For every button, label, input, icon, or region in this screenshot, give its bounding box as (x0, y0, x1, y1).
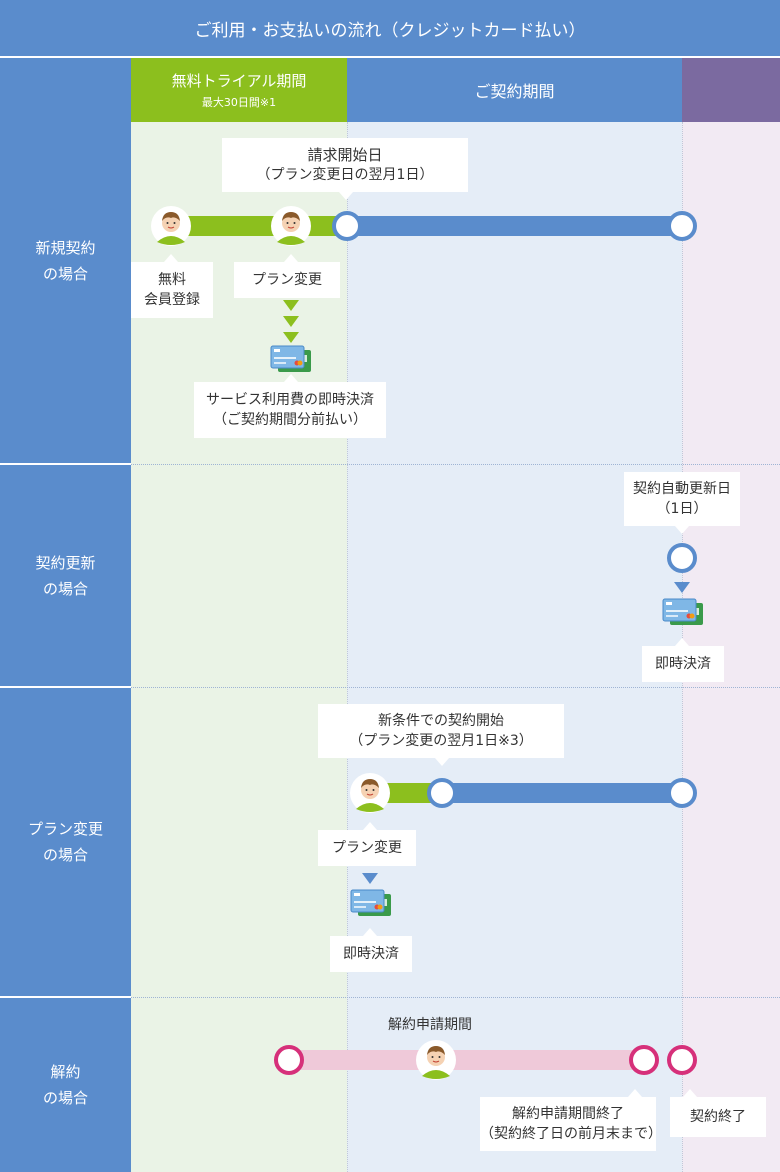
arrow-down-icon (283, 300, 299, 311)
callout-pointer (675, 638, 689, 646)
section-label-line: 新規契約 (35, 238, 96, 257)
credit-card-icon (350, 889, 392, 923)
section-label-line: の場合 (42, 579, 88, 598)
section-label-line: の場合 (42, 1089, 88, 1107)
section-divider (131, 464, 780, 465)
contract-end-callout: 契約終了 (670, 1097, 766, 1137)
page-title-text: ご利用・お支払いの流れ（クレジットカード払い） (194, 20, 586, 41)
callout-pointer (683, 1089, 697, 1097)
contract-column-header: ご契約期間 (347, 58, 682, 122)
person-icon (350, 773, 390, 817)
person-icon (416, 1040, 456, 1084)
callout-pointer (435, 758, 449, 766)
section-label-line: プラン変更 (27, 820, 103, 838)
page-title: ご利用・お支払いの流れ（クレジットカード払い） (0, 0, 780, 56)
cancel-start-marker (274, 1045, 304, 1075)
new-terms-start-marker (427, 778, 457, 808)
callout-pointer (363, 928, 377, 936)
section-label-plan: プラン変更 の場合 (0, 688, 131, 996)
arrow-down-icon (674, 582, 690, 593)
plan-payment-label: 即時決済 (343, 946, 399, 962)
period-end-marker (667, 778, 697, 808)
new-terms-title: 新条件での契約開始 (378, 713, 504, 729)
contract-column-label: ご契約期間 (474, 82, 555, 101)
trial-column-header: 無料トライアル期間 最大30日間※1 (131, 58, 347, 122)
period-end-marker (667, 211, 697, 241)
cancel-period-label: 解約申請期間 (388, 1017, 472, 1033)
contract-end-marker (667, 1045, 697, 1075)
section-label-renewal: 契約更新 の場合 (0, 465, 131, 686)
section-label-cancel: 解約 の場合 (0, 998, 131, 1172)
credit-card-icon (662, 598, 704, 632)
person-icon (151, 206, 191, 250)
trial-column-label: 無料トライアル期間 (171, 72, 307, 90)
section-label-new: 新規契約 の場合 (0, 58, 131, 463)
cancel-period-end-title: 解約申請期間終了 (512, 1106, 624, 1122)
cancel-period-bar (289, 1050, 644, 1070)
callout-pointer (363, 822, 377, 830)
person-icon (271, 206, 311, 250)
signup-label-line: 会員登録 (144, 292, 200, 308)
billing-start-callout: 請求開始日 （プラン変更日の翌月1日） (222, 138, 468, 192)
section-label-line: の場合 (42, 264, 88, 283)
trial-bar (170, 216, 348, 236)
auto-renew-title: 契約自動更新日 (633, 481, 731, 497)
arrow-down-icon (283, 316, 299, 327)
plan-payment-callout: 即時決済 (330, 936, 412, 972)
section-label-line: 解約 (50, 1063, 81, 1081)
end-column-header (682, 58, 780, 122)
new-terms-callout: 新条件での契約開始 （プラン変更の翌月1日※3） (318, 704, 564, 758)
callout-pointer (675, 526, 689, 534)
billing-start-title: 請求開始日 (307, 146, 383, 164)
billing-start-marker (332, 211, 362, 241)
plan-change-callout: プラン変更 (234, 262, 340, 298)
trial-column-note: 最大30日間※1 (201, 96, 277, 109)
plan-change-label: プラン変更 (252, 272, 322, 288)
arrow-down-icon (283, 332, 299, 343)
callout-pointer (284, 374, 298, 382)
callout-pointer (284, 254, 298, 262)
cancel-period-end-note: （契約終了日の前月末まで） (480, 1126, 662, 1142)
signup-callout: 無料 会員登録 (131, 262, 213, 318)
payment-callout: サービス利用費の即時決済 （ご契約期間分前払い） (194, 382, 386, 438)
new-contract-bar (442, 783, 682, 803)
renewal-payment-label: 即時決済 (655, 656, 711, 672)
cancel-period-end-callout: 解約申請期間終了 （契約終了日の前月末まで） (480, 1097, 662, 1151)
section-divider (131, 687, 780, 688)
column-divider (347, 122, 348, 1172)
renewal-payment-callout: 即時決済 (642, 646, 724, 682)
callout-pointer (339, 192, 353, 200)
credit-card-icon (270, 345, 312, 379)
payment-label-line: （ご契約期間分前払い） (213, 412, 367, 428)
section-label-line: の場合 (42, 846, 88, 864)
callout-pointer (164, 254, 178, 262)
contract-end-label: 契約終了 (690, 1109, 746, 1125)
callout-pointer (628, 1089, 642, 1097)
contract-bar (347, 216, 682, 236)
arrow-down-icon (362, 873, 378, 884)
signup-label-line: 無料 (158, 272, 186, 288)
section-divider (131, 997, 780, 998)
plan-change-label: プラン変更 (332, 840, 402, 856)
section-label-line: 契約更新 (35, 553, 96, 572)
auto-renew-note: （1日） (656, 501, 708, 517)
plan-change-callout: プラン変更 (318, 830, 416, 866)
renewal-marker (667, 543, 697, 573)
payment-label-line: サービス利用費の即時決済 (206, 392, 374, 408)
cancel-period-end-marker (629, 1045, 659, 1075)
billing-start-note: （プラン変更日の翌月1日） (256, 167, 434, 183)
plan-change-lead-bar (372, 783, 442, 803)
auto-renew-callout: 契約自動更新日 （1日） (624, 472, 740, 526)
new-terms-note: （プラン変更の翌月1日※3） (349, 733, 533, 749)
